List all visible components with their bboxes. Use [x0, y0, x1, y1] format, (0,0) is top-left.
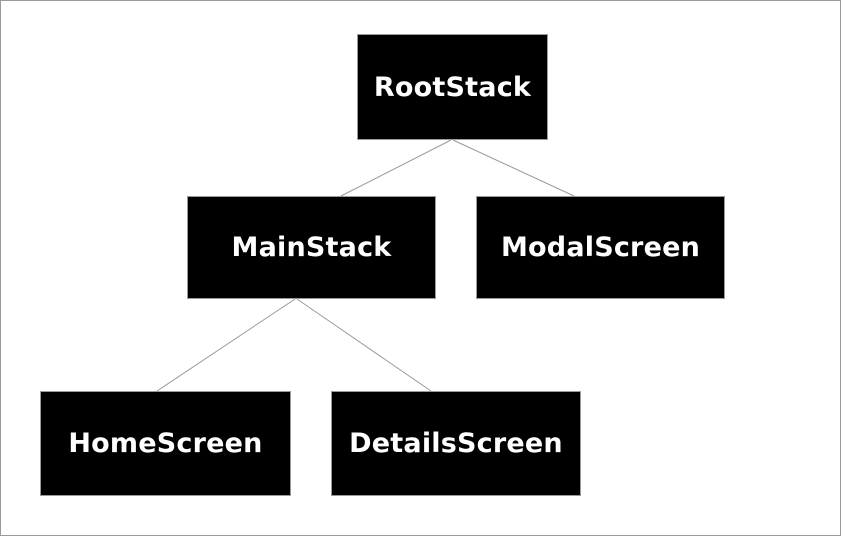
node-detailsscreen[interactable]: DetailsScreen	[331, 391, 581, 496]
node-homescreen-label: HomeScreen	[68, 428, 263, 459]
node-modalscreen-label: ModalScreen	[500, 232, 701, 263]
node-homescreen[interactable]: HomeScreen	[40, 391, 291, 496]
node-modalscreen[interactable]: ModalScreen	[476, 196, 725, 299]
node-rootstack[interactable]: RootStack	[357, 34, 548, 140]
edge-main-to-home	[156, 298, 296, 392]
node-mainstack-label: MainStack	[231, 232, 392, 263]
edge-root-to-modal	[452, 139, 575, 197]
node-rootstack-label: RootStack	[373, 71, 532, 103]
node-detailsscreen-label: DetailsScreen	[349, 428, 563, 459]
edge-root-to-main	[340, 139, 452, 197]
node-mainstack[interactable]: MainStack	[187, 196, 436, 299]
edge-main-to-details	[296, 298, 432, 392]
